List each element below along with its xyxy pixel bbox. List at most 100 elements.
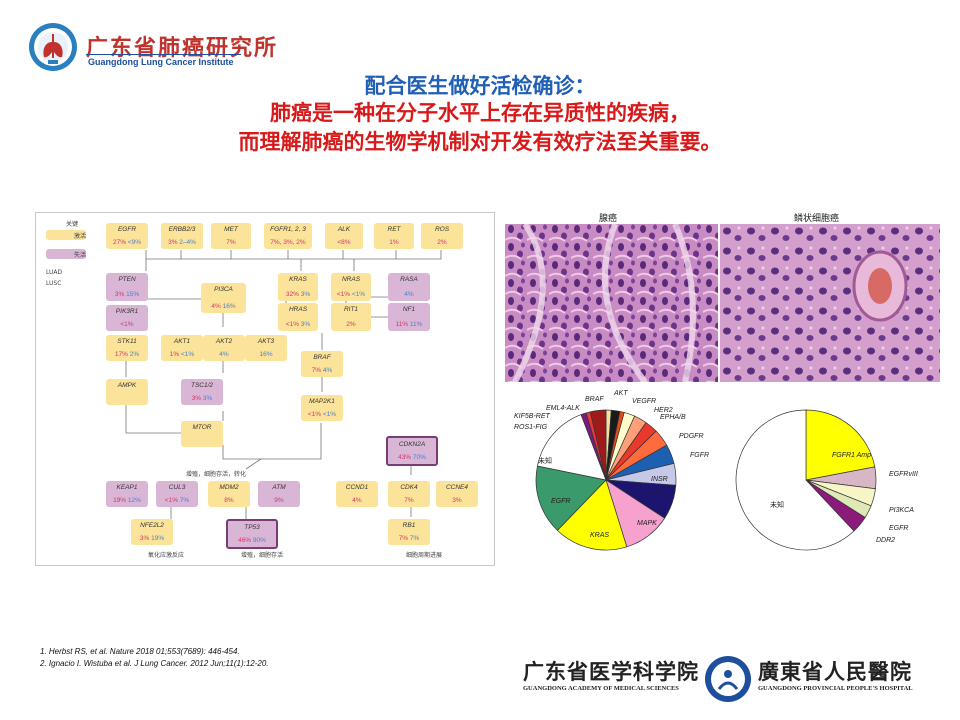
node-values: 2% [331, 321, 371, 328]
pie-label: ROS1-FIG [514, 424, 548, 431]
node-values: 2% [421, 239, 463, 246]
node-values: 19% 12% [106, 497, 148, 504]
luad-value: 3% [191, 395, 202, 402]
academy-name-en: GUANGDONG ACADEMY OF MEDICAL SCIENCES [523, 685, 679, 692]
luad-value: 2% [437, 239, 447, 246]
luad-value: 19% [113, 497, 127, 504]
pathway-node-alk: ALK<8% [325, 223, 363, 249]
node-name: KEAP1 [116, 484, 138, 491]
pathway-node-nras: NRAS <1% <1% [331, 273, 371, 301]
node-name: TSC1/2 [190, 382, 214, 389]
node-name: PIK3R1 [115, 308, 139, 315]
pathway-node-ampk: AMPK [106, 379, 148, 405]
node-values: 11% 11% [388, 321, 430, 328]
node-values: 4% [388, 291, 430, 298]
pathway-node-map2k1: MAP2K1<1% <1% [301, 395, 343, 421]
node-name: RIT1 [343, 306, 359, 313]
node-values: <1% <1% [301, 411, 343, 418]
pie-label: INSR [651, 476, 668, 483]
lusc-value: 19% [149, 535, 165, 542]
node-values: 7% [211, 239, 251, 246]
pie-label: 未知 [770, 502, 784, 509]
lusc-value: <9% [126, 239, 141, 246]
node-name: ERBB2/3 [168, 226, 196, 233]
pie-slice-unknown [536, 414, 607, 481]
reference-2: 2. Ignacio I. Wistuba et al. J Lung Canc… [40, 659, 269, 668]
pie-slice-unknown [735, 409, 855, 551]
pie-label: BRAF [585, 396, 604, 403]
luad-value: 4% [352, 497, 362, 504]
luad-value: <1% [307, 411, 322, 418]
node-name: NRAS [341, 276, 361, 283]
pie-label: EPHA/B [660, 414, 686, 421]
node-values: 3% 19% [131, 535, 173, 542]
lusc-value: 2% [127, 351, 140, 358]
node-name: AKT1 [173, 338, 191, 345]
luad-value: 3% [168, 239, 178, 246]
node-name: FGFR1, 2, 3 [270, 226, 306, 233]
title-line-3: 而理解肺癌的生物学机制对开发有效疗法至关重要。 [238, 130, 722, 154]
title-line-1: 配合医生做好活检确诊： [364, 74, 596, 98]
institute-divider [86, 54, 241, 55]
node-values: 3% 2–4% [161, 239, 203, 246]
pie-label: DDR2 [876, 537, 896, 544]
node-values: 3% 15% [106, 291, 148, 298]
pie-charts [535, 409, 877, 551]
legend-lusc: LUSC [46, 280, 62, 287]
legend-luad: LUAD [46, 269, 63, 276]
node-name: CUL3 [168, 484, 186, 491]
pie-label: PI3K [650, 491, 666, 498]
pathway-node-ret: RET 1% [374, 223, 414, 249]
legend-title: 关键 [66, 221, 79, 228]
node-values: <1% <1% [331, 291, 371, 298]
pie-label: VEGFR [632, 398, 657, 405]
note-growth-2: 增殖，细胞存活 [241, 552, 284, 559]
node-values: 3% [436, 497, 478, 504]
pathway-node-akt2: AKT2 4% [203, 335, 245, 361]
node-name: NF1 [402, 306, 416, 313]
node-values: 3% 3% [181, 395, 223, 402]
pie-label: PDGFR [679, 433, 704, 440]
luad-value: 7% [404, 497, 414, 504]
luad-value: 3% [114, 291, 125, 298]
luad-value: 8% [224, 497, 234, 504]
luad-value: 4% [211, 303, 221, 310]
node-name: TP53 [244, 524, 260, 531]
institute-name-cn: 广东省肺癌研究所 [86, 35, 279, 61]
lusc-value: 4% [321, 367, 333, 374]
node-name: NFE2L2 [140, 522, 164, 529]
luad-value: 1% [389, 239, 399, 246]
node-name: MDM2 [219, 484, 239, 491]
luad-value: 7% [311, 367, 322, 374]
luad-value: <1% [120, 321, 134, 328]
node-values: <1% [106, 321, 148, 328]
node-name: RASA [400, 276, 418, 283]
institute-name-en: Guangdong Lung Cancer Institute [88, 57, 234, 67]
pathway-node-nfe2l2: NFE2L2 3% 19% [131, 519, 173, 545]
luad-value: 27% [112, 239, 126, 246]
node-values: 9% [258, 497, 300, 504]
node-name: MTOR [192, 424, 212, 431]
node-name: BRAF [313, 354, 331, 361]
pathway-connectors [125, 250, 442, 519]
node-values: 4% 16% [201, 303, 246, 310]
node-name: AKT2 [215, 338, 233, 345]
lusc-value: 7% [178, 497, 190, 504]
pathway-node-erbb2-3: ERBB2/3 3% 2–4% [161, 223, 203, 249]
node-name: ALK [337, 226, 351, 233]
luad-value: 3% [452, 497, 462, 504]
node-values: <1% 7% [156, 497, 198, 504]
node-values: 27% <9% [106, 239, 148, 246]
node-name: RET [387, 226, 401, 233]
pathway-node-mtor: MTOR [181, 421, 223, 447]
node-name: PI3CA [214, 286, 233, 293]
lusc-value: 2–4% [177, 239, 196, 246]
pie-label: EGFR [551, 498, 571, 505]
